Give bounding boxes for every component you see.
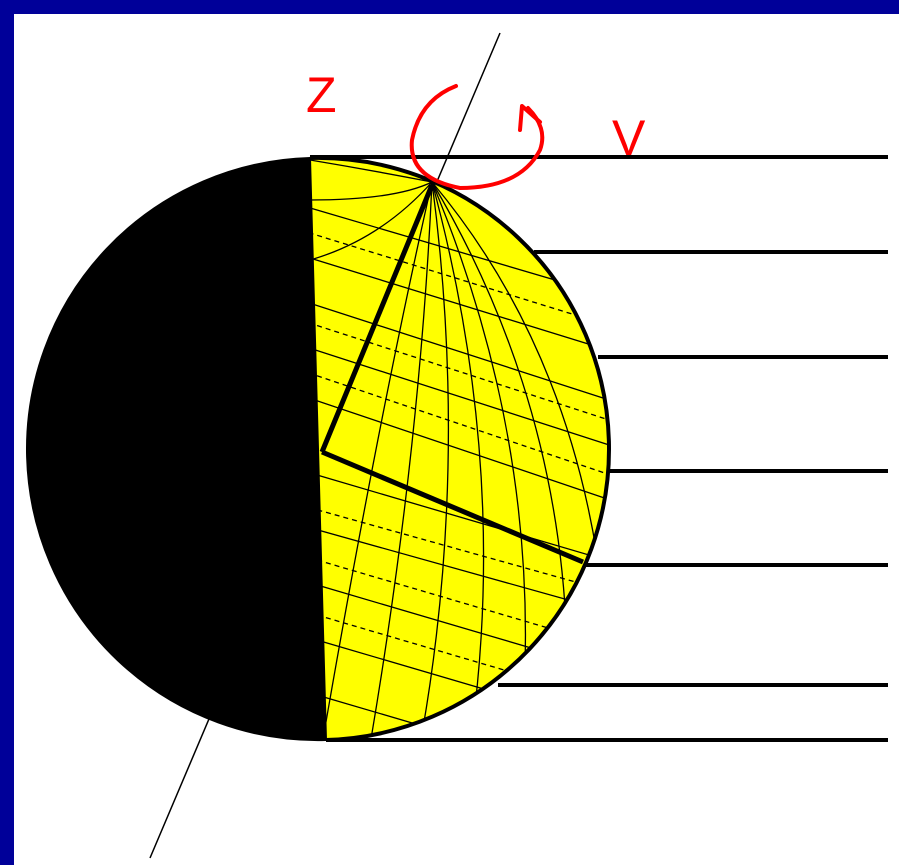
earth-night-side xyxy=(25,156,328,742)
earth-outline xyxy=(309,155,612,742)
bold-meridian-line xyxy=(319,184,435,453)
rotation-arrow-icon xyxy=(409,84,545,190)
direction-label-v: V xyxy=(612,110,646,166)
axis-label-z: Z xyxy=(306,67,337,123)
sun-rays xyxy=(310,155,888,742)
equator-line xyxy=(321,449,584,565)
